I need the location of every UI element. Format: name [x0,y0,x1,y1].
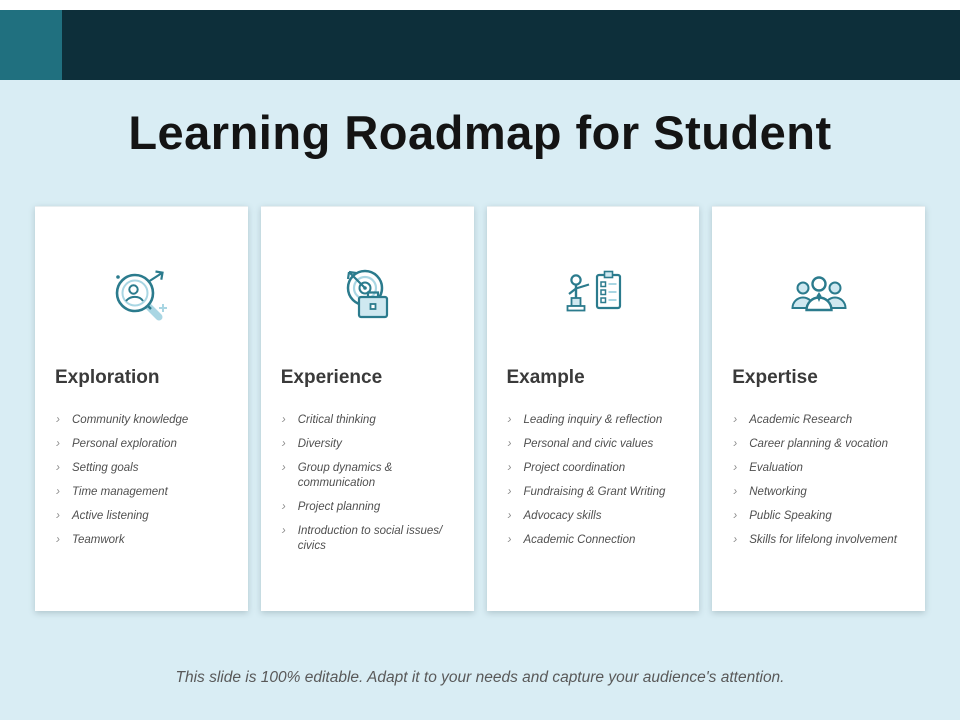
column-heading: Expertise [732,367,818,388]
list-item: › Public Speaking [732,507,922,524]
list-item-text: Fundraising & Grant Writing [523,485,666,498]
list-item-text: Academic Connection [523,533,636,546]
list-item: › Time management [55,483,245,500]
page-title: Learning Roadmap for Student [128,106,832,159]
chevron-bullet-icon: › [56,507,60,522]
list-item: › Critical thinking [281,412,471,428]
list-item-text: Active listening [72,509,149,522]
list-item: › Project planning [281,498,471,515]
list-item-text: Evaluation [749,461,803,474]
list-item-text: Academic Research [749,414,853,426]
list-item-text: Career planning & vocation [749,437,888,450]
list-item-text: Project planning [297,500,381,513]
list-item: › Leading inquiry & reflection [507,412,697,428]
column-expertise: Expertise › Academic Research › Career pla… [712,206,925,611]
list-item: › Academic Research [732,412,922,428]
slide-body: Learning Roadmap for Student [0,80,960,720]
header-accent-square [0,10,62,80]
chevron-bullet-icon: › [507,435,512,450]
column-experience: Experience › Critical thinking › Diversity… [260,206,474,611]
chevron-bullet-icon: › [56,483,60,498]
chevron-bullet-icon: › [507,507,512,522]
list-item: › Introduction to social issues/ civics [281,522,471,554]
chevron-bullet-icon: › [507,459,512,474]
chevron-bullet-icon: › [281,498,286,513]
chevron-bullet-icon: › [507,483,512,498]
chevron-bullet-icon: › [281,522,286,537]
search-person-icon [35,257,248,337]
column-list: › Leading inquiry & reflection › Personal … [507,412,697,548]
chevron-bullet-icon: › [507,531,512,546]
column-list: › Academic Research › Career planning & vo… [732,412,922,548]
list-item-text: Personal exploration [72,437,177,450]
chevron-bullet-icon: › [733,412,738,426]
chevron-bullet-icon: › [56,459,60,474]
list-item-text: Project coordination [523,461,626,474]
list-item-text: Teamwork [72,533,125,546]
chevron-bullet-icon: › [56,531,60,546]
header-bar [0,10,960,80]
list-item-text: Time management [72,485,168,498]
list-item: › Personal and civic values [507,435,697,452]
list-item: › Project coordination [507,459,697,476]
chevron-bullet-icon: › [281,435,286,450]
list-item-text: Advocacy skills [523,509,602,522]
presenter-checklist-icon [487,257,700,337]
chevron-bullet-icon: › [281,459,286,474]
list-item: › Skills for lifelong involvement [732,531,922,548]
list-item: › Active listening [55,507,245,524]
list-item-text: Personal and civic values [523,437,654,450]
top-margin [0,0,960,10]
column-example: Example › Leading inquiry & reflection › P… [486,206,700,611]
list-item: › Teamwork [55,531,245,548]
list-item-text: Group dynamics & communication [297,461,393,489]
list-item-text: Networking [749,485,807,498]
chevron-bullet-icon: › [733,459,738,474]
list-item-text: Setting goals [72,461,139,474]
list-item: › Evaluation [732,459,922,476]
list-item-text: Diversity [297,437,342,450]
column-exploration: Exploration › Community knowledge › Person… [35,206,248,611]
header-bar-fill [62,10,960,80]
list-item: › Group dynamics & communication [281,459,471,491]
columns-row: Exploration › Community knowledge › Person… [0,206,960,611]
list-item: › Community knowledge [55,412,245,428]
column-heading: Experience [280,367,383,388]
team-icon [712,257,925,337]
list-item: › Diversity [281,435,471,452]
chevron-bullet-icon: › [733,435,738,450]
column-list: › Community knowledge › Personal explorati… [55,412,245,548]
list-item: › Advocacy skills [507,507,697,524]
list-item: › Career planning & vocation [732,435,922,452]
list-item-text: Community knowledge [72,414,189,426]
chevron-bullet-icon: › [733,483,738,498]
chevron-bullet-icon: › [56,435,60,450]
column-heading: Exploration [55,367,160,388]
list-item-text: Leading inquiry & reflection [523,414,663,426]
list-item-text: Skills for lifelong involvement [749,533,897,546]
list-item-text: Public Speaking [749,509,832,522]
list-item: › Fundraising & Grant Writing [507,483,697,500]
list-item: › Personal exploration [55,435,245,452]
target-briefcase-icon [261,257,474,337]
list-item: › Networking [732,483,922,500]
chevron-bullet-icon: › [733,531,738,546]
chevron-bullet-icon: › [281,412,286,426]
chevron-bullet-icon: › [507,412,512,426]
chevron-bullet-icon: › [56,412,60,426]
list-item: › Academic Connection [507,531,697,548]
column-list: › Critical thinking › Diversity › Group dyn… [281,412,471,554]
list-item-text: Critical thinking [297,414,376,426]
chevron-bullet-icon: › [733,507,738,522]
editable-note: This slide is 100% editable. Adapt it to… [175,669,785,686]
list-item-text: Introduction to social issues/ civics [297,524,443,552]
column-heading: Example [506,367,585,388]
list-item: › Setting goals [55,459,245,476]
